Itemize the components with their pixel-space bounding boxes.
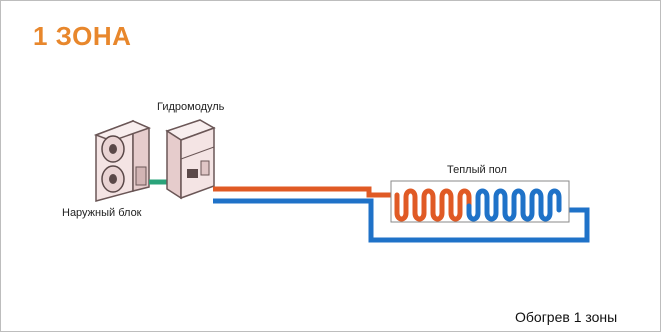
floor-loop-return — [466, 188, 562, 222]
caption-main: Обогрев — [515, 309, 570, 325]
hydromodule-icon — [165, 119, 216, 200]
return-pipe — [213, 198, 590, 243]
warm-floor-label: Теплый пол — [447, 164, 507, 176]
outdoor-unit-icon — [93, 119, 152, 202]
floor-loop-supply — [394, 188, 472, 222]
outdoor-unit-label: Наружный блок — [62, 207, 142, 219]
hydromodule-label: Гидромодуль — [157, 101, 225, 113]
zone-title: 1 ЗОНА — [33, 21, 132, 51]
caption-zone: 1 зоны — [573, 309, 618, 325]
supply-pipe — [213, 186, 397, 198]
mode-caption: Обогрев 1 зоны — [515, 309, 617, 325]
